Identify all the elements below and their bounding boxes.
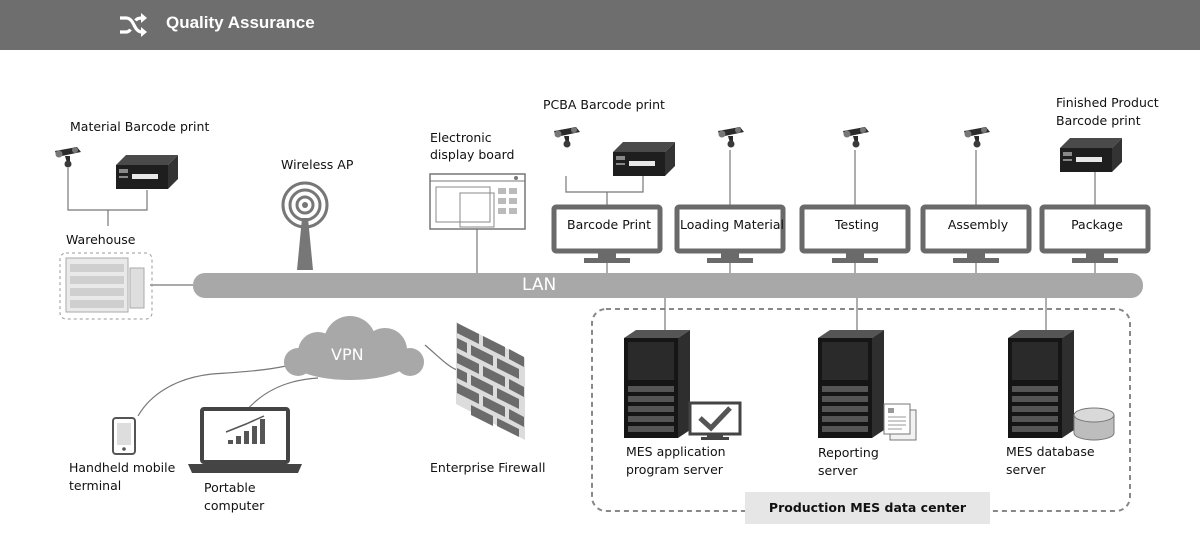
monitor-package — [1042, 207, 1148, 263]
shuffle-icon — [120, 13, 147, 37]
station-label-testing: Testing — [835, 217, 879, 232]
header-bar: Quality Assurance — [0, 0, 1200, 50]
checkmark-monitor-icon — [688, 401, 742, 440]
database-icon — [1073, 407, 1115, 441]
lan-label: LAN — [522, 275, 557, 295]
mes-db-label-1: MES database — [1006, 444, 1095, 459]
handheld-terminal-icon — [112, 417, 136, 455]
testing-scanner-icon — [843, 127, 869, 148]
data-center-label: Production MES data center — [745, 492, 990, 524]
electronic-board-label-1: Electronic — [430, 130, 492, 145]
reporting-label-1: Reporting — [818, 445, 879, 460]
reporting-server-icon — [818, 330, 884, 438]
warehouse-storage-icon — [59, 252, 153, 320]
monitor-barcode-print — [554, 207, 660, 263]
firewall-icon — [456, 322, 525, 440]
finished-product-label-2: Barcode print — [1056, 113, 1141, 128]
mes-db-server-icon — [1008, 330, 1074, 438]
network-diagram — [55, 127, 1200, 512]
electronic-board-label-2: display board — [430, 147, 515, 162]
header-title: Quality Assurance — [166, 13, 315, 32]
pcba-barcode-label: PCBA Barcode print — [543, 97, 665, 112]
report-documents-icon — [883, 403, 917, 441]
portable-computer-icon — [188, 407, 302, 473]
assembly-scanner-icon — [964, 127, 990, 148]
handheld-label-2: terminal — [69, 478, 122, 493]
monitor-testing — [802, 207, 908, 263]
material-barcode-label: Material Barcode print — [70, 119, 210, 134]
vpn-cloud-icon — [284, 316, 424, 380]
station-label-package: Package — [1071, 217, 1123, 232]
station-label-assembly: Assembly — [947, 217, 1009, 232]
warehouse-label: Warehouse — [66, 232, 136, 247]
mes-db-label-2: server — [1006, 462, 1046, 477]
monitor-loading-material — [677, 207, 783, 263]
mes-app-server-icon — [624, 330, 690, 438]
mes-app-label-2: program server — [626, 462, 723, 477]
material-scanner-icon — [55, 147, 81, 168]
finished-printer-icon — [1060, 138, 1122, 172]
handheld-label-1: Handheld mobile — [69, 460, 176, 475]
lan-bar — [193, 273, 1143, 298]
station-label-loading-material: Loading Material — [679, 217, 785, 232]
reporting-label-2: server — [818, 463, 858, 478]
wireless-ap-icon — [281, 181, 329, 270]
monitor-assembly — [923, 207, 1029, 263]
station-label-barcode-print: Barcode Print — [567, 217, 651, 232]
portable-label-2: computer — [204, 498, 265, 513]
wireless-ap-label: Wireless AP — [281, 157, 354, 172]
pcba-printer-icon — [613, 142, 675, 176]
firewall-label: Enterprise Firewall — [430, 460, 546, 475]
material-printer-icon — [116, 155, 178, 189]
loading-scanner-icon — [718, 127, 744, 148]
mes-app-label-1: MES application — [626, 444, 726, 459]
vpn-label: VPN — [331, 345, 364, 364]
display-board-icon — [429, 173, 526, 230]
portable-label-1: Portable — [204, 480, 256, 495]
pcba-scanner-icon — [554, 127, 580, 148]
finished-product-label-1: Finished Product — [1056, 95, 1159, 110]
